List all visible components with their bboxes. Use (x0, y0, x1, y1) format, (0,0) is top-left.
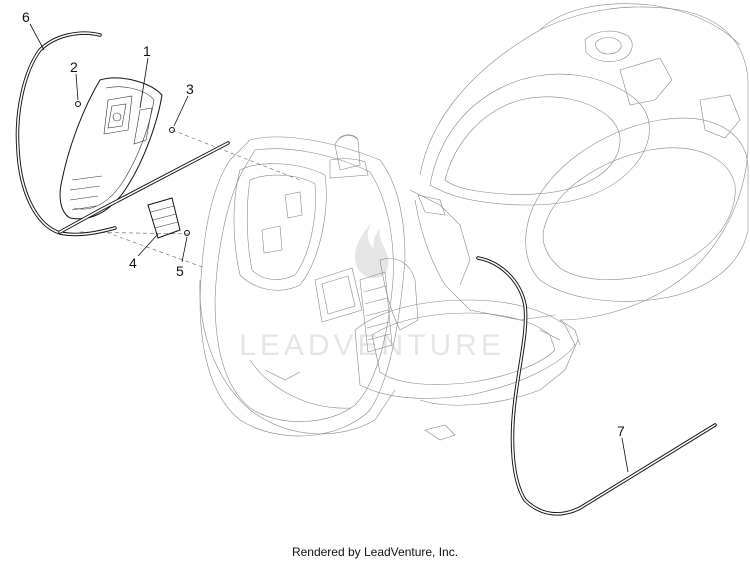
horn-cover-vent-slat (71, 175, 103, 181)
horn-cover-inner-edge (73, 86, 155, 210)
vent-slat (366, 321, 390, 329)
trim-7-inner (477, 257, 716, 515)
side-panel-outline (525, 117, 749, 302)
part-labels: 1 2 3 4 5 6 7 (22, 9, 625, 439)
leader-7 (621, 437, 629, 473)
part-1-horn-cover (59, 77, 163, 220)
rear-tail-detail (699, 94, 741, 139)
part-label-4: 4 (129, 255, 137, 271)
grille-outline (147, 197, 181, 239)
trim-7-outer (476, 256, 717, 516)
part-label-3: 3 (186, 81, 194, 97)
grille-slat (154, 221, 179, 229)
leader-1 (139, 57, 149, 109)
screw-5 (184, 230, 190, 236)
strip-inner (59, 142, 229, 233)
leader-6 (29, 23, 45, 51)
rear-hatch-inner (595, 37, 622, 55)
watermark: LEADVENTURE (239, 222, 505, 362)
leader-3 (173, 95, 189, 127)
watermark-flame-icon (354, 222, 389, 278)
guide-line-grille (79, 231, 191, 235)
horn-cover-panel (233, 163, 327, 291)
headset-base (329, 158, 369, 179)
seat-well-outline (429, 73, 650, 206)
kickstand (424, 424, 456, 441)
leg-shield-lower (199, 279, 396, 435)
floor-vent-grille (359, 271, 393, 353)
tunnel-front (409, 189, 471, 286)
vent-slat (367, 333, 391, 341)
leg-shield-inner (214, 148, 394, 422)
side-panel-inner (542, 147, 736, 280)
part-label-1: 1 (143, 43, 151, 59)
leader-4 (137, 233, 159, 257)
horn-cover-strip (58, 141, 230, 234)
front-fender (249, 359, 351, 409)
part-label-5: 5 (176, 263, 184, 279)
mudguard-mount (264, 369, 301, 381)
leader-2 (75, 73, 79, 101)
rear-hatch (584, 30, 633, 62)
horn-cover-vent-slat (71, 205, 97, 211)
assembly-guide-lines (79, 129, 301, 269)
rear-body-outline (419, 6, 749, 321)
vent-slat (364, 297, 388, 305)
floorboard-inner (371, 312, 556, 385)
steering-column (334, 135, 361, 171)
leg-shield-outline (199, 136, 406, 437)
screw-3 (169, 127, 175, 133)
front-emblem-recess (314, 267, 363, 323)
grab-rail (539, 3, 741, 46)
front-leg-shield (199, 134, 406, 437)
front-latch (261, 225, 283, 254)
horn-cover-vent-slat (69, 195, 99, 201)
floorboard-outline (354, 299, 576, 399)
center-tunnel (414, 199, 556, 321)
horn-cover-emblem (107, 103, 127, 129)
horn-cover-side (133, 107, 153, 145)
tunnel-latch (417, 194, 446, 216)
steering-cap (337, 134, 359, 141)
front-emblem-inner (321, 275, 356, 315)
part-6-horn-cover-trim (15, 31, 117, 237)
glovebox-lock (284, 191, 303, 219)
grille-slat (150, 205, 175, 213)
horn-cover-emblem-bolt (112, 112, 122, 122)
leader-5 (181, 236, 188, 263)
part-label-6: 6 (22, 9, 30, 25)
part-4-vent-grille (147, 197, 181, 239)
watermark-text: LEADVENTURE (239, 329, 505, 362)
vent-slat (365, 309, 389, 317)
floor-step (379, 258, 419, 331)
rear-lower-body (539, 319, 581, 346)
vent-slat (363, 285, 387, 293)
guide-line-screw-3 (171, 129, 301, 181)
horn-cover-vent-slat (69, 185, 101, 191)
seat-well-inner (444, 96, 621, 195)
trim-6-inner (16, 32, 116, 236)
guide-line-lower (99, 229, 206, 269)
part-label-7: 7 (617, 423, 625, 439)
fasteners (75, 101, 190, 236)
underbody (419, 339, 579, 406)
screw-2 (75, 101, 81, 107)
part-label-2: 2 (70, 59, 78, 75)
scooter-body (354, 3, 749, 441)
render-credit: Rendered by LeadVenture, Inc. (291, 545, 459, 559)
horn-cover-emblem-slot (103, 95, 133, 135)
grille-slat (152, 213, 177, 221)
leader-lines (29, 23, 629, 473)
horn-cover-outline (59, 77, 163, 220)
rear-light-mount (619, 57, 673, 106)
horn-cover-inner (246, 174, 316, 280)
part-7-side-trim (476, 256, 717, 516)
